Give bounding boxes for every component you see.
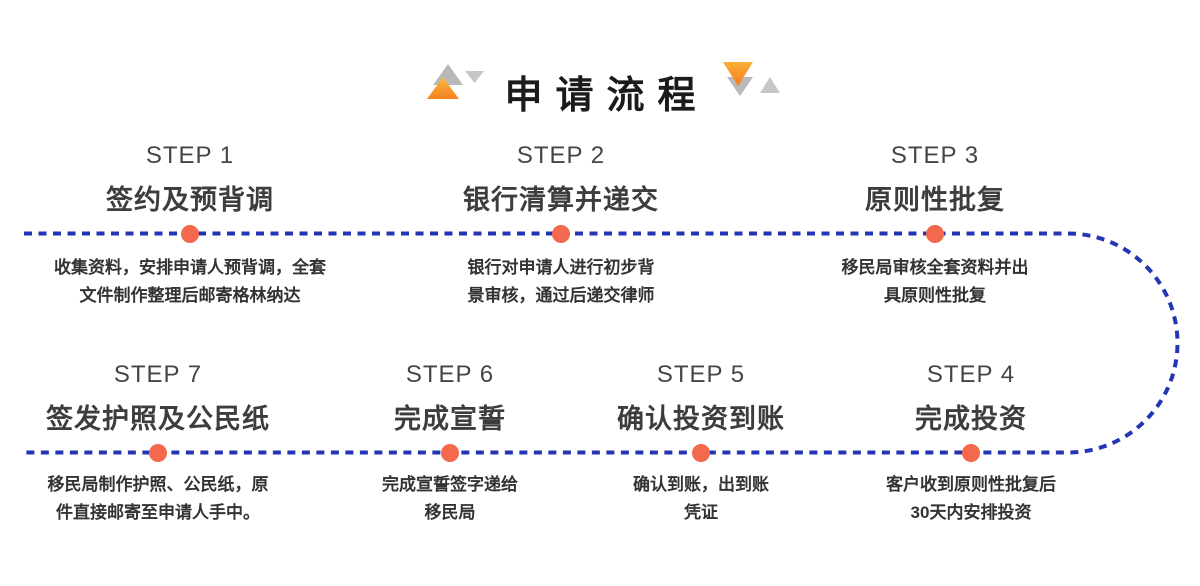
step-1-desc-line-1: 收集资料，安排申请人预背调，全套	[54, 258, 326, 277]
step-7-title: 签发护照及公民纸	[46, 404, 270, 434]
step-1-dot	[181, 225, 199, 243]
step-6-label: STEP 6	[405, 361, 495, 388]
title-right-decoration	[720, 60, 784, 102]
step-1-desc-line-2: 文件制作整理后邮寄格林纳达	[79, 286, 301, 305]
triangle-up-gray-small-icon	[760, 77, 780, 93]
triangle-up-gray-icon	[433, 64, 463, 85]
page-title: 申请流程	[504, 75, 709, 117]
step-7-description: 移民局制作护照、公民纸，原 件直接邮寄至申请人手中。	[48, 471, 269, 527]
step-3-dot	[926, 225, 944, 243]
step-2-desc-line-2: 景审核，通过后递交律师	[467, 286, 655, 305]
step-4-label: STEP 4	[926, 361, 1016, 388]
triangle-down-gray-small-icon	[465, 71, 484, 83]
title-left-decoration	[425, 60, 487, 102]
step-4-dot	[962, 444, 980, 462]
step-5-description: 确认到账，出到账 凭证	[633, 471, 769, 527]
step-6-dot	[441, 444, 459, 462]
step-5-desc-line-1: 确认到账，出到账	[633, 475, 769, 494]
step-4-title: 完成投资	[915, 404, 1027, 434]
step-4-desc-line-2: 30天内安排投资	[910, 503, 1032, 522]
step-5-dot	[692, 444, 710, 462]
step-3-desc-line-2: 具原则性批复	[884, 286, 986, 305]
step-1-label: STEP 1	[145, 142, 235, 169]
step-2-dot	[552, 225, 570, 243]
step-2-desc-line-1: 银行对申请人进行初步背	[467, 258, 655, 277]
step-3-label: STEP 3	[890, 142, 980, 169]
step-6-title: 完成宣誓	[394, 404, 506, 434]
step-6-description: 完成宣誓签字递给 移民局	[382, 471, 518, 527]
step-5-desc-line-2: 凭证	[684, 503, 718, 522]
step-3-description: 移民局审核全套资料并出 具原则性批复	[842, 254, 1029, 310]
step-2-title: 银行清算并递交	[463, 185, 659, 215]
step-7-dot	[149, 444, 167, 462]
step-5-label: STEP 5	[656, 361, 746, 388]
step-4-description: 客户收到原则性批复后 30天内安排投资	[886, 471, 1056, 527]
step-3-desc-line-1: 移民局审核全套资料并出	[841, 258, 1029, 277]
step-6-desc-line-1: 完成宣誓签字递给	[382, 475, 518, 494]
step-3-title: 原则性批复	[865, 185, 1005, 215]
step-2-label: STEP 2	[516, 142, 606, 169]
step-6-desc-line-2: 移民局	[424, 503, 476, 522]
step-4-desc-line-1: 客户收到原则性批复后	[886, 475, 1056, 494]
step-7-desc-line-1: 移民局制作护照、公民纸，原	[47, 475, 269, 494]
step-2-description: 银行对申请人进行初步背 景审核，通过后递交律师	[468, 254, 655, 310]
step-7-desc-line-2: 件直接邮寄至申请人手中。	[56, 503, 260, 522]
step-5-title: 确认投资到账	[617, 404, 785, 434]
step-1-title: 签约及预背调	[106, 185, 274, 215]
step-7-label: STEP 7	[113, 361, 203, 388]
step-1-description: 收集资料，安排申请人预背调，全套 文件制作整理后邮寄格林纳达	[54, 254, 326, 310]
